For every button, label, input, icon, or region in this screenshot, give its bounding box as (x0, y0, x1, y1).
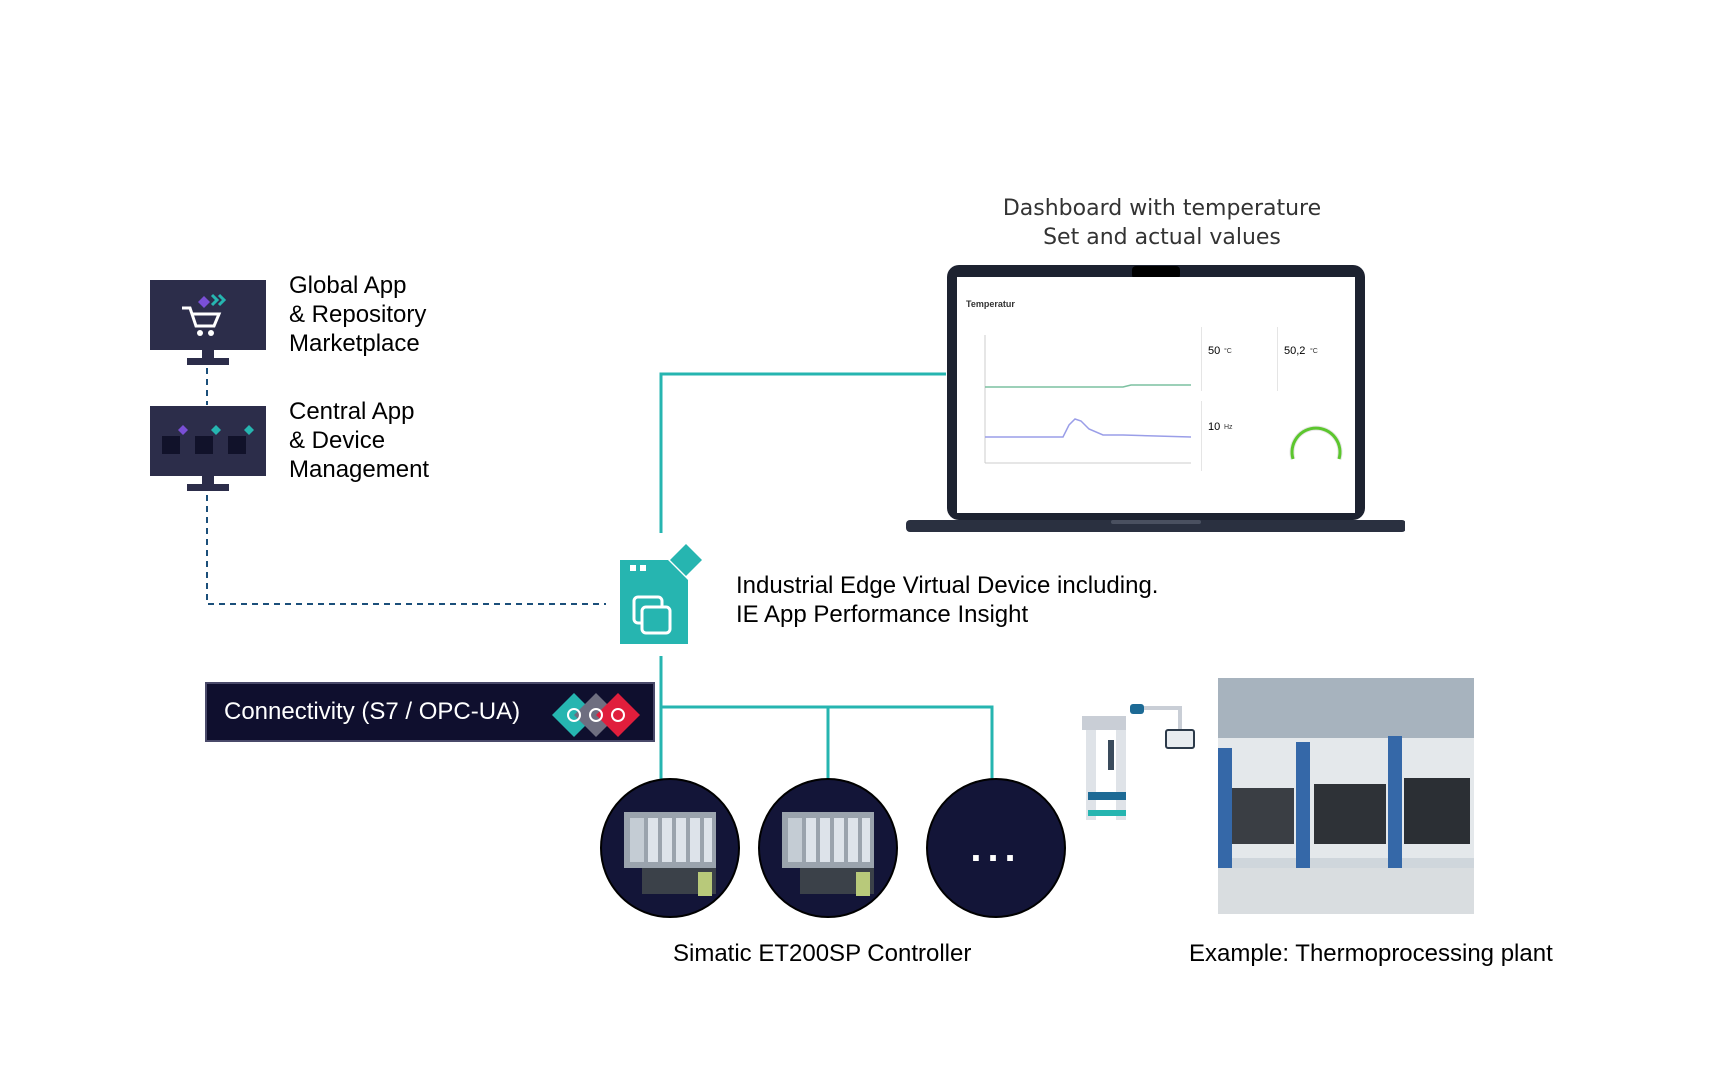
management-label: Central App & Device Management (289, 398, 430, 483)
furnace-machine-icon (1082, 704, 1195, 820)
et200sp-controller-image (782, 812, 874, 896)
edge-device-icon (620, 544, 702, 644)
fan-card: 10 Hz (1201, 401, 1274, 471)
fan-status-gauge (1289, 425, 1343, 460)
connector-chain-icon (552, 693, 640, 737)
dashboard-screen-title: Temperatur (966, 299, 1015, 309)
setpoint-unit: °C (1224, 348, 1232, 355)
controllers-label: Simatic ET200SP Controller (673, 940, 972, 967)
actual-card: 50,2 °C (1277, 327, 1350, 391)
connectivity-label: Connectivity (S7 / OPC-UA) (224, 698, 521, 725)
marketplace-label: Global App & Repository Marketplace (289, 272, 427, 357)
laptop: Temperatur 50 °C 50,2 °C 10 Hz (905, 265, 1405, 535)
marketplace-monitor (150, 280, 266, 368)
fan-value: 10 (1208, 421, 1221, 433)
edge-device-label: Industrial Edge Virtual Device including… (736, 572, 1159, 628)
fan-unit: Hz (1224, 424, 1233, 431)
management-monitor (150, 406, 266, 494)
thermoprocessing-plant-photo (1218, 678, 1474, 914)
dashboard-caption: Dashboard with temperature Set and actua… (1002, 196, 1322, 250)
edge-to-laptop-line (659, 372, 946, 533)
more-dots: ... (970, 825, 1022, 870)
shopping-cart-monitor-icon (150, 280, 266, 365)
temperature-chart (984, 335, 1192, 464)
dashboard-screen: Temperatur 50 °C 50,2 °C 10 Hz (957, 277, 1355, 513)
setpoint-card: 50 °C (1201, 327, 1274, 391)
setpoint-series-line (985, 384, 1191, 388)
actual-series-line (985, 418, 1192, 438)
plant-illustration (1218, 678, 1474, 914)
actual-unit: °C (1310, 348, 1318, 355)
device-management-monitor-icon (150, 406, 266, 491)
controller-circle-2 (758, 778, 898, 918)
controller-circle-1 (600, 778, 740, 918)
plant-label: Example: Thermoprocessing plant (1189, 940, 1553, 967)
more-controllers-circle: ... (926, 778, 1066, 918)
mgmt-to-edge-dashed-line (206, 495, 606, 605)
bus-line (661, 705, 994, 780)
et200sp-controller-image (624, 812, 716, 896)
actual-value: 50,2 (1284, 345, 1306, 357)
setpoint-value: 50 (1208, 345, 1221, 357)
